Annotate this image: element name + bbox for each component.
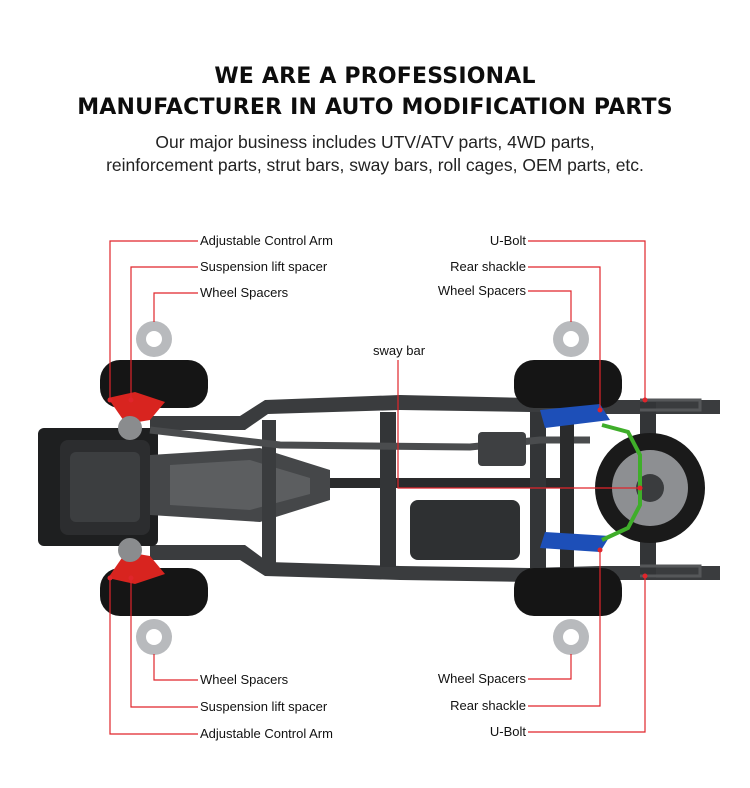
label-suspension-lift-spacer-bottom: Suspension lift spacer bbox=[200, 699, 328, 714]
label-wheel-spacers-top-left: Wheel Spacers bbox=[200, 285, 289, 300]
wheel-spacer-icon bbox=[553, 619, 589, 655]
label-wheel-spacers-bottom-left: Wheel Spacers bbox=[200, 672, 289, 687]
wheel-spacer-icon bbox=[553, 321, 589, 357]
label-adjustable-control-arm-top: Adjustable Control Arm bbox=[200, 233, 333, 248]
label-adjustable-control-arm-bottom: Adjustable Control Arm bbox=[200, 726, 333, 741]
label-rear-shackle-top: Rear shackle bbox=[450, 259, 526, 274]
wheel-spacers bbox=[136, 321, 589, 655]
label-u-bolt-bottom: U-Bolt bbox=[489, 724, 526, 739]
label-wheel-spacers-top-right: Wheel Spacers bbox=[437, 283, 526, 298]
subheading-line-1: Our major business includes UTV/ATV part… bbox=[155, 132, 595, 152]
wheel-spacer-icon bbox=[136, 321, 172, 357]
headline-line-1: WE ARE A PROFESSIONAL bbox=[214, 64, 536, 89]
callout-lines bbox=[109, 240, 646, 735]
rear-shackles bbox=[540, 404, 610, 552]
label-u-bolt-top: U-Bolt bbox=[489, 233, 526, 248]
sway-bar bbox=[601, 423, 642, 542]
wheel-spacer-icon bbox=[136, 619, 172, 655]
label-rear-shackle-bottom: Rear shackle bbox=[450, 698, 526, 713]
headline-line-2: MANUFACTURER IN AUTO MODIFICATION PARTS bbox=[77, 95, 673, 120]
tires bbox=[100, 360, 705, 616]
label-sway-bar: sway bar bbox=[373, 343, 426, 358]
subheading-line-2: reinforcement parts, strut bars, sway ba… bbox=[106, 155, 644, 175]
callout-dots bbox=[107, 397, 648, 581]
control-arms bbox=[108, 392, 165, 584]
u-bolts bbox=[640, 398, 702, 578]
label-wheel-spacers-bottom-right: Wheel Spacers bbox=[437, 671, 526, 686]
label-suspension-lift-spacer-top: Suspension lift spacer bbox=[200, 259, 328, 274]
